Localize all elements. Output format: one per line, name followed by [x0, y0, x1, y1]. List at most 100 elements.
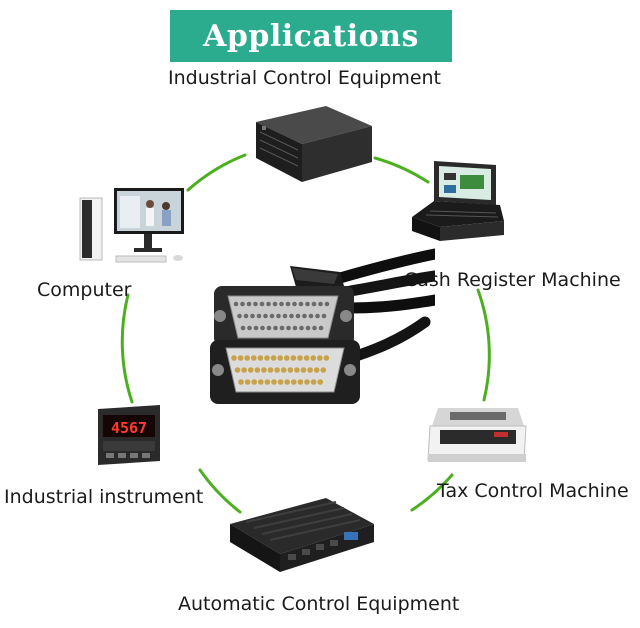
connector-pin [257, 355, 264, 361]
connector-pin [310, 379, 317, 385]
socket-hole [253, 325, 259, 331]
connector-pin [313, 367, 320, 373]
connector-pin [284, 355, 290, 361]
connector-pin [317, 355, 323, 361]
connector-pin [238, 379, 244, 385]
desktop-computer-icon [79, 188, 184, 263]
socket-hole [321, 313, 327, 319]
label-industrial-instrument: Industrial instrument [4, 486, 204, 508]
socket-hole [240, 301, 245, 307]
connector-pin [277, 379, 284, 385]
title-banner: Applications [170, 10, 452, 62]
connector-pin [274, 367, 280, 373]
socket-hole [302, 313, 307, 319]
connector-pin [303, 355, 310, 361]
connector-pin [247, 367, 254, 373]
connector-pin [267, 367, 274, 373]
connector-pin [241, 367, 247, 373]
connector-pin [284, 379, 290, 385]
socket-hole [312, 325, 317, 331]
label-tax-control-machine: Tax Control Machine [437, 480, 629, 502]
socket-hole [285, 301, 291, 307]
socket-hole [279, 325, 285, 331]
connector-pin [234, 367, 241, 373]
socket-hole [237, 313, 242, 319]
connector-pin [244, 355, 250, 361]
socket-hole [273, 325, 278, 331]
socket-hole [247, 325, 252, 331]
socket-hole [266, 325, 272, 331]
connector-pin [310, 355, 316, 361]
socket-hole [260, 325, 265, 331]
connector-pin [270, 355, 277, 361]
socket-hole [272, 301, 278, 307]
connector-pin [320, 367, 327, 373]
connector-pin [258, 379, 264, 385]
socket-hole [243, 313, 249, 319]
connector-pin [271, 379, 277, 385]
connector-pin [277, 355, 283, 361]
socket-hole [263, 313, 268, 319]
connector-pin [300, 367, 307, 373]
connector-pin [264, 355, 270, 361]
connector-pin [251, 355, 257, 361]
socket-hole [250, 313, 255, 319]
ring-arc-right [476, 288, 491, 402]
connector-pin [307, 367, 313, 373]
connector-pin [294, 367, 300, 373]
page-title: Applications [203, 18, 419, 54]
connector-pin [254, 367, 261, 373]
socket-hole [305, 301, 310, 307]
connector-pin [261, 367, 267, 373]
socket-hole [292, 325, 298, 331]
socket-hole [298, 301, 304, 307]
socket-hole [318, 325, 324, 331]
ring-arc-top-left [186, 153, 247, 192]
ring-arc-top-right [373, 156, 430, 184]
socket-hole [315, 313, 320, 319]
connector-pin [237, 355, 244, 361]
connector-pin [251, 379, 257, 385]
connector-pin [291, 379, 297, 385]
socket-hole [299, 325, 304, 331]
socket-hole [308, 313, 314, 319]
ring-arc-bottom-right [410, 473, 454, 512]
connector-pin [287, 367, 294, 373]
label-industrial-control-equipment: Industrial Control Equipment [168, 67, 442, 89]
cash-register-terminal-icon [412, 161, 504, 241]
panel-meter-icon: 4567 [98, 405, 160, 465]
socket-hole [253, 301, 258, 307]
connector-pin [231, 355, 237, 361]
label-cash-register-machine: Cash Register Machine [404, 269, 621, 291]
socket-hole [318, 301, 323, 307]
meter-readout: 4567 [111, 419, 147, 437]
socket-hole [259, 301, 265, 307]
socket-hole [295, 313, 301, 319]
label-automatic-control-equipment: Automatic Control Equipment [178, 593, 460, 615]
connector-pin [244, 379, 251, 385]
ring-arc-bottom-left [198, 468, 242, 514]
connector-pin [297, 355, 303, 361]
socket-hole [233, 301, 239, 307]
socket-hole [289, 313, 294, 319]
socket-hole [269, 313, 275, 319]
socket-hole [286, 325, 291, 331]
socket-hole [282, 313, 288, 319]
socket-hole [276, 313, 281, 319]
label-computer: Computer [37, 279, 132, 301]
rack-server-icon [256, 106, 372, 182]
connector-pin [280, 367, 287, 373]
socket-hole [240, 325, 246, 331]
socket-hole [324, 301, 330, 307]
socket-hole [311, 301, 317, 307]
socket-hole [266, 301, 271, 307]
socket-hole [256, 313, 262, 319]
connector-pin [290, 355, 297, 361]
connector-pin [323, 355, 330, 361]
connector-pin [317, 379, 323, 385]
socket-hole [292, 301, 297, 307]
fanless-industrial-pc-icon [230, 498, 374, 572]
socket-hole [279, 301, 284, 307]
connector-pin [264, 379, 271, 385]
